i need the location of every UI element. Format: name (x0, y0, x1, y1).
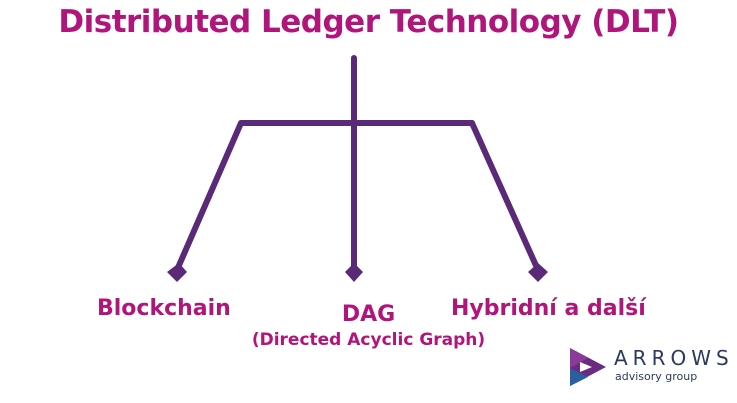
center-arrowhead (345, 263, 363, 282)
branch-sublabel-dag: (Directed Acyclic Graph) (251, 330, 486, 350)
branch-label-blockchain: Blockchain (97, 296, 231, 321)
right-branch-line (469, 120, 541, 273)
logo-wordmark: ARROWS (614, 346, 734, 370)
arrows-logo: ARROWS advisory group (568, 344, 729, 390)
diagram-title: Distributed Ledger Technology (DLT) (58, 4, 679, 40)
left-branch-line (174, 120, 244, 273)
logo-tagline: advisory group (615, 370, 698, 383)
right-arrowhead (528, 263, 548, 282)
branch-label-dag: DAG (341, 302, 396, 327)
arrows-logo-mark-icon (570, 348, 606, 386)
left-arrowhead (167, 263, 187, 282)
branch-label-hybrid: Hybridní a další (451, 296, 646, 321)
